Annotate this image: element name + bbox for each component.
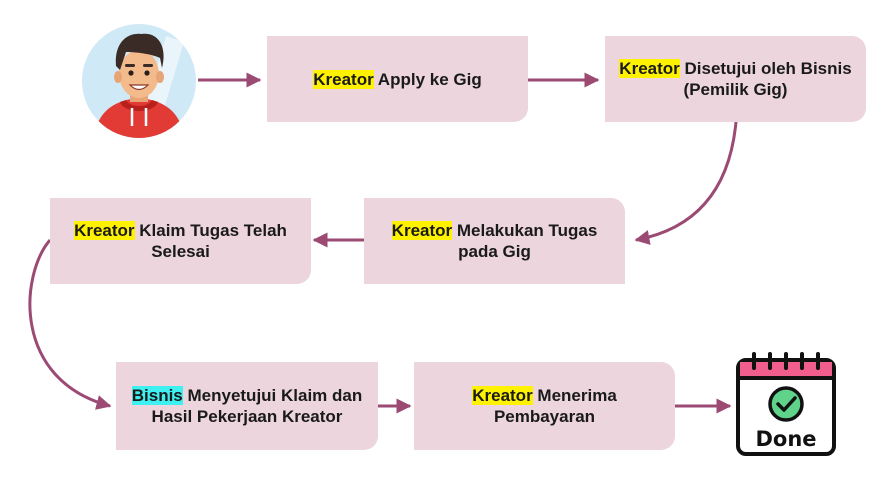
done-label: Done bbox=[755, 427, 816, 451]
step-label: Klaim Tugas Telah Selesai bbox=[134, 221, 287, 261]
role-label: Kreator bbox=[313, 69, 374, 89]
step-approved-text: Kreator Disetujui oleh Bisnis (Pemilik G… bbox=[619, 58, 852, 100]
step-approved-by-business: Kreator Disetujui oleh Bisnis (Pemilik G… bbox=[605, 36, 866, 122]
step-label: Menerima Pembayaran bbox=[493, 386, 617, 426]
step-perform-task: Kreator Melakukan Tugas pada Gig bbox=[364, 198, 625, 284]
arrow-approved-to-task bbox=[634, 121, 738, 245]
step-payment-text: Kreator Menerima Pembayaran bbox=[428, 385, 661, 427]
step-receive-payment: Kreator Menerima Pembayaran bbox=[414, 362, 675, 450]
role-label: Kreator bbox=[391, 221, 453, 240]
step-label: Melakukan Tugas pada Gig bbox=[452, 221, 598, 261]
step-label: Menyetujui Klaim dan Hasil Pekerjaan Kre… bbox=[151, 386, 363, 426]
role-label: Kreator bbox=[472, 386, 533, 405]
step-claim-task-done: Kreator Klaim Tugas Telah Selesai bbox=[50, 198, 311, 284]
role-label: Kreator bbox=[619, 59, 680, 78]
person-avatar-icon bbox=[82, 24, 196, 138]
step-business-approves-text: Bisnis Menyetujui Klaim dan Hasil Pekerj… bbox=[130, 385, 364, 427]
step-claim-text: Kreator Klaim Tugas Telah Selesai bbox=[64, 220, 297, 262]
role-label: Bisnis bbox=[131, 386, 183, 405]
step-label: Disetujui oleh Bisnis (Pemilik Gig) bbox=[679, 59, 852, 99]
step-business-approves-claim: Bisnis Menyetujui Klaim dan Hasil Pekerj… bbox=[116, 362, 378, 450]
calendar-done-icon: Done bbox=[736, 352, 836, 456]
arrow-claim-to-approve bbox=[28, 239, 112, 410]
step-apply-to-gig: Kreator Apply ke Gig bbox=[267, 36, 528, 122]
step-apply-text: Kreator Apply ke Gig bbox=[313, 69, 482, 90]
role-label: Kreator bbox=[74, 221, 135, 240]
step-label: Apply ke Gig bbox=[373, 69, 482, 89]
step-perform-text: Kreator Melakukan Tugas pada Gig bbox=[378, 220, 611, 262]
